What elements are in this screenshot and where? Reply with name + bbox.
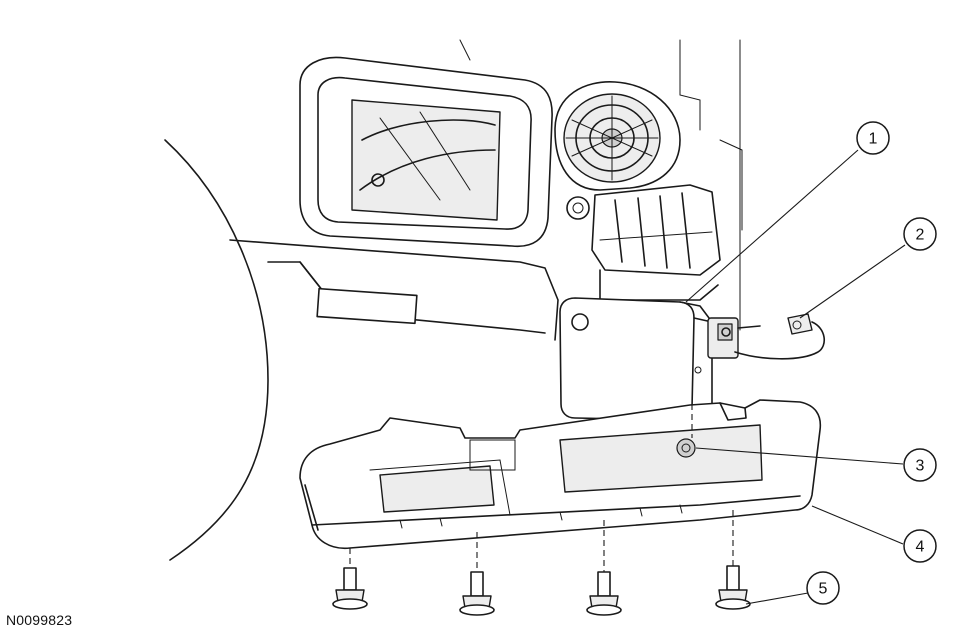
callout-2-label: 2 <box>916 227 925 244</box>
callout-2: 2 <box>903 217 937 251</box>
duct-vent-outlet <box>299 56 553 248</box>
callout-1: 1 <box>856 121 890 155</box>
callout-1-label: 1 <box>869 131 878 148</box>
dashboard-background <box>164 39 743 561</box>
callout-4-label: 4 <box>916 539 925 556</box>
callout-4: 4 <box>903 529 937 563</box>
bolt-2 <box>459 532 495 616</box>
callout-5: 5 <box>806 571 840 605</box>
bolt-3 <box>586 520 622 616</box>
figure-id-label: N0099823 <box>6 612 73 628</box>
control-module <box>559 297 713 421</box>
callout-3-label: 3 <box>916 458 925 475</box>
mounting-bracket <box>591 184 721 301</box>
callout-leaders <box>685 149 906 605</box>
fastener-bolts <box>332 510 751 616</box>
round-blower-vent <box>554 81 681 220</box>
bolt-4 <box>715 510 751 610</box>
callout-3: 3 <box>903 448 937 482</box>
bolt-1 <box>332 548 368 610</box>
electrical-connector <box>707 313 825 360</box>
lower-cover-panel <box>299 399 822 550</box>
callout-5-label: 5 <box>819 581 828 598</box>
